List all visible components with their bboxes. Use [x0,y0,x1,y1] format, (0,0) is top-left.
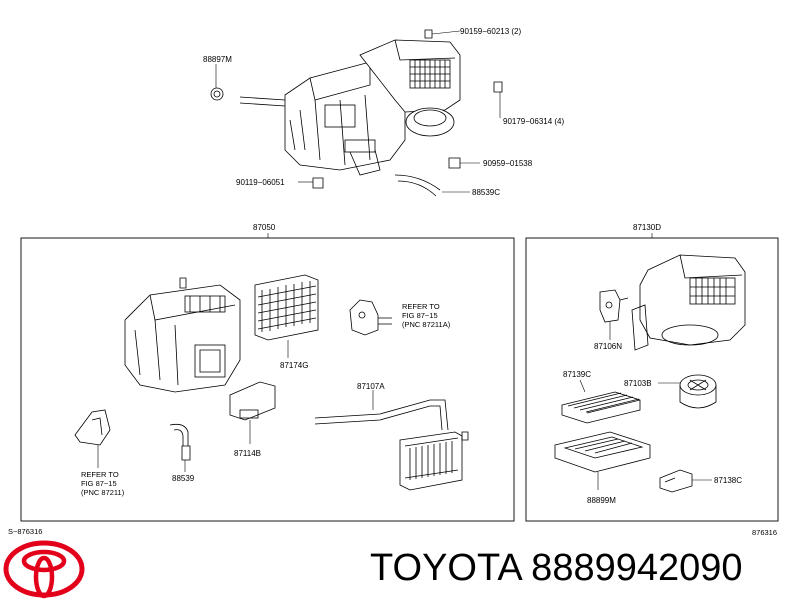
label-88897M: 88897M [203,55,232,64]
filter-88899M [554,431,651,473]
label-90159-60213: 90159−60213 (2) [460,27,522,36]
top-labels: 88897M 90159−60213 (2) 90179−06314 (4) 9… [203,27,565,197]
top-leader-lines [215,30,501,193]
filter-87174G [254,274,319,341]
svg-text:REFER TO: REFER TO [402,302,440,311]
label-87174G: 87174G [280,361,308,370]
toyota-logo [3,540,85,599]
filter-87139C [561,391,641,424]
connector-87138C [659,469,693,493]
label-87107A: 87107A [357,382,385,391]
bracket-87114B [229,381,276,421]
svg-text:FIG 87−15: FIG 87−15 [402,311,438,320]
top-hvac-assembly [210,29,503,197]
label-90179-06314: 90179−06314 (4) [503,117,565,126]
label-87139C: 87139C [563,370,591,379]
label-90119-06051: 90119−06051 [236,178,285,187]
drawing-code-left: S−876316 [8,527,42,536]
label-88539C: 88539C [472,188,500,197]
heater-core-87107A [314,399,469,491]
label-87106N: 87106N [594,342,622,351]
svg-text:REFER TO: REFER TO [81,470,119,479]
blower-motor-87103B [679,374,717,409]
refer-note-87211A: REFER TO FIG 87−15 (PNC 87211A) [402,302,451,329]
label-87130D: 87130D [633,223,661,232]
svg-text:(PNC 87211): (PNC 87211) [81,488,125,497]
label-88539: 88539 [172,474,195,483]
heater-unit-87050 [124,277,241,393]
resistor-87106N [599,289,629,323]
label-87103B: 87103B [624,379,652,388]
label-87138C: 87138C [714,476,742,485]
servo-87211 [74,409,111,446]
assembly-87050-frame [20,237,515,522]
svg-text:FIG 87−15: FIG 87−15 [81,479,117,488]
label-87114B: 87114B [234,449,261,458]
label-88899M: 88899M [587,496,616,505]
servo-87211A [349,299,392,336]
part-number-caption: TOYOTA 8889942090 [370,547,743,589]
svg-text:(PNC 87211A): (PNC 87211A) [402,320,451,329]
assembly-87130D-frame [525,237,779,522]
refer-note-87211: REFER TO FIG 87−15 (PNC 87211) [81,470,125,497]
blower-unit-87130D [631,254,746,351]
label-90959-01538: 90959−01538 [483,159,533,168]
drawing-code-right: 876316 [752,528,777,537]
hose-88539 [169,423,191,461]
label-87050: 87050 [253,223,276,232]
